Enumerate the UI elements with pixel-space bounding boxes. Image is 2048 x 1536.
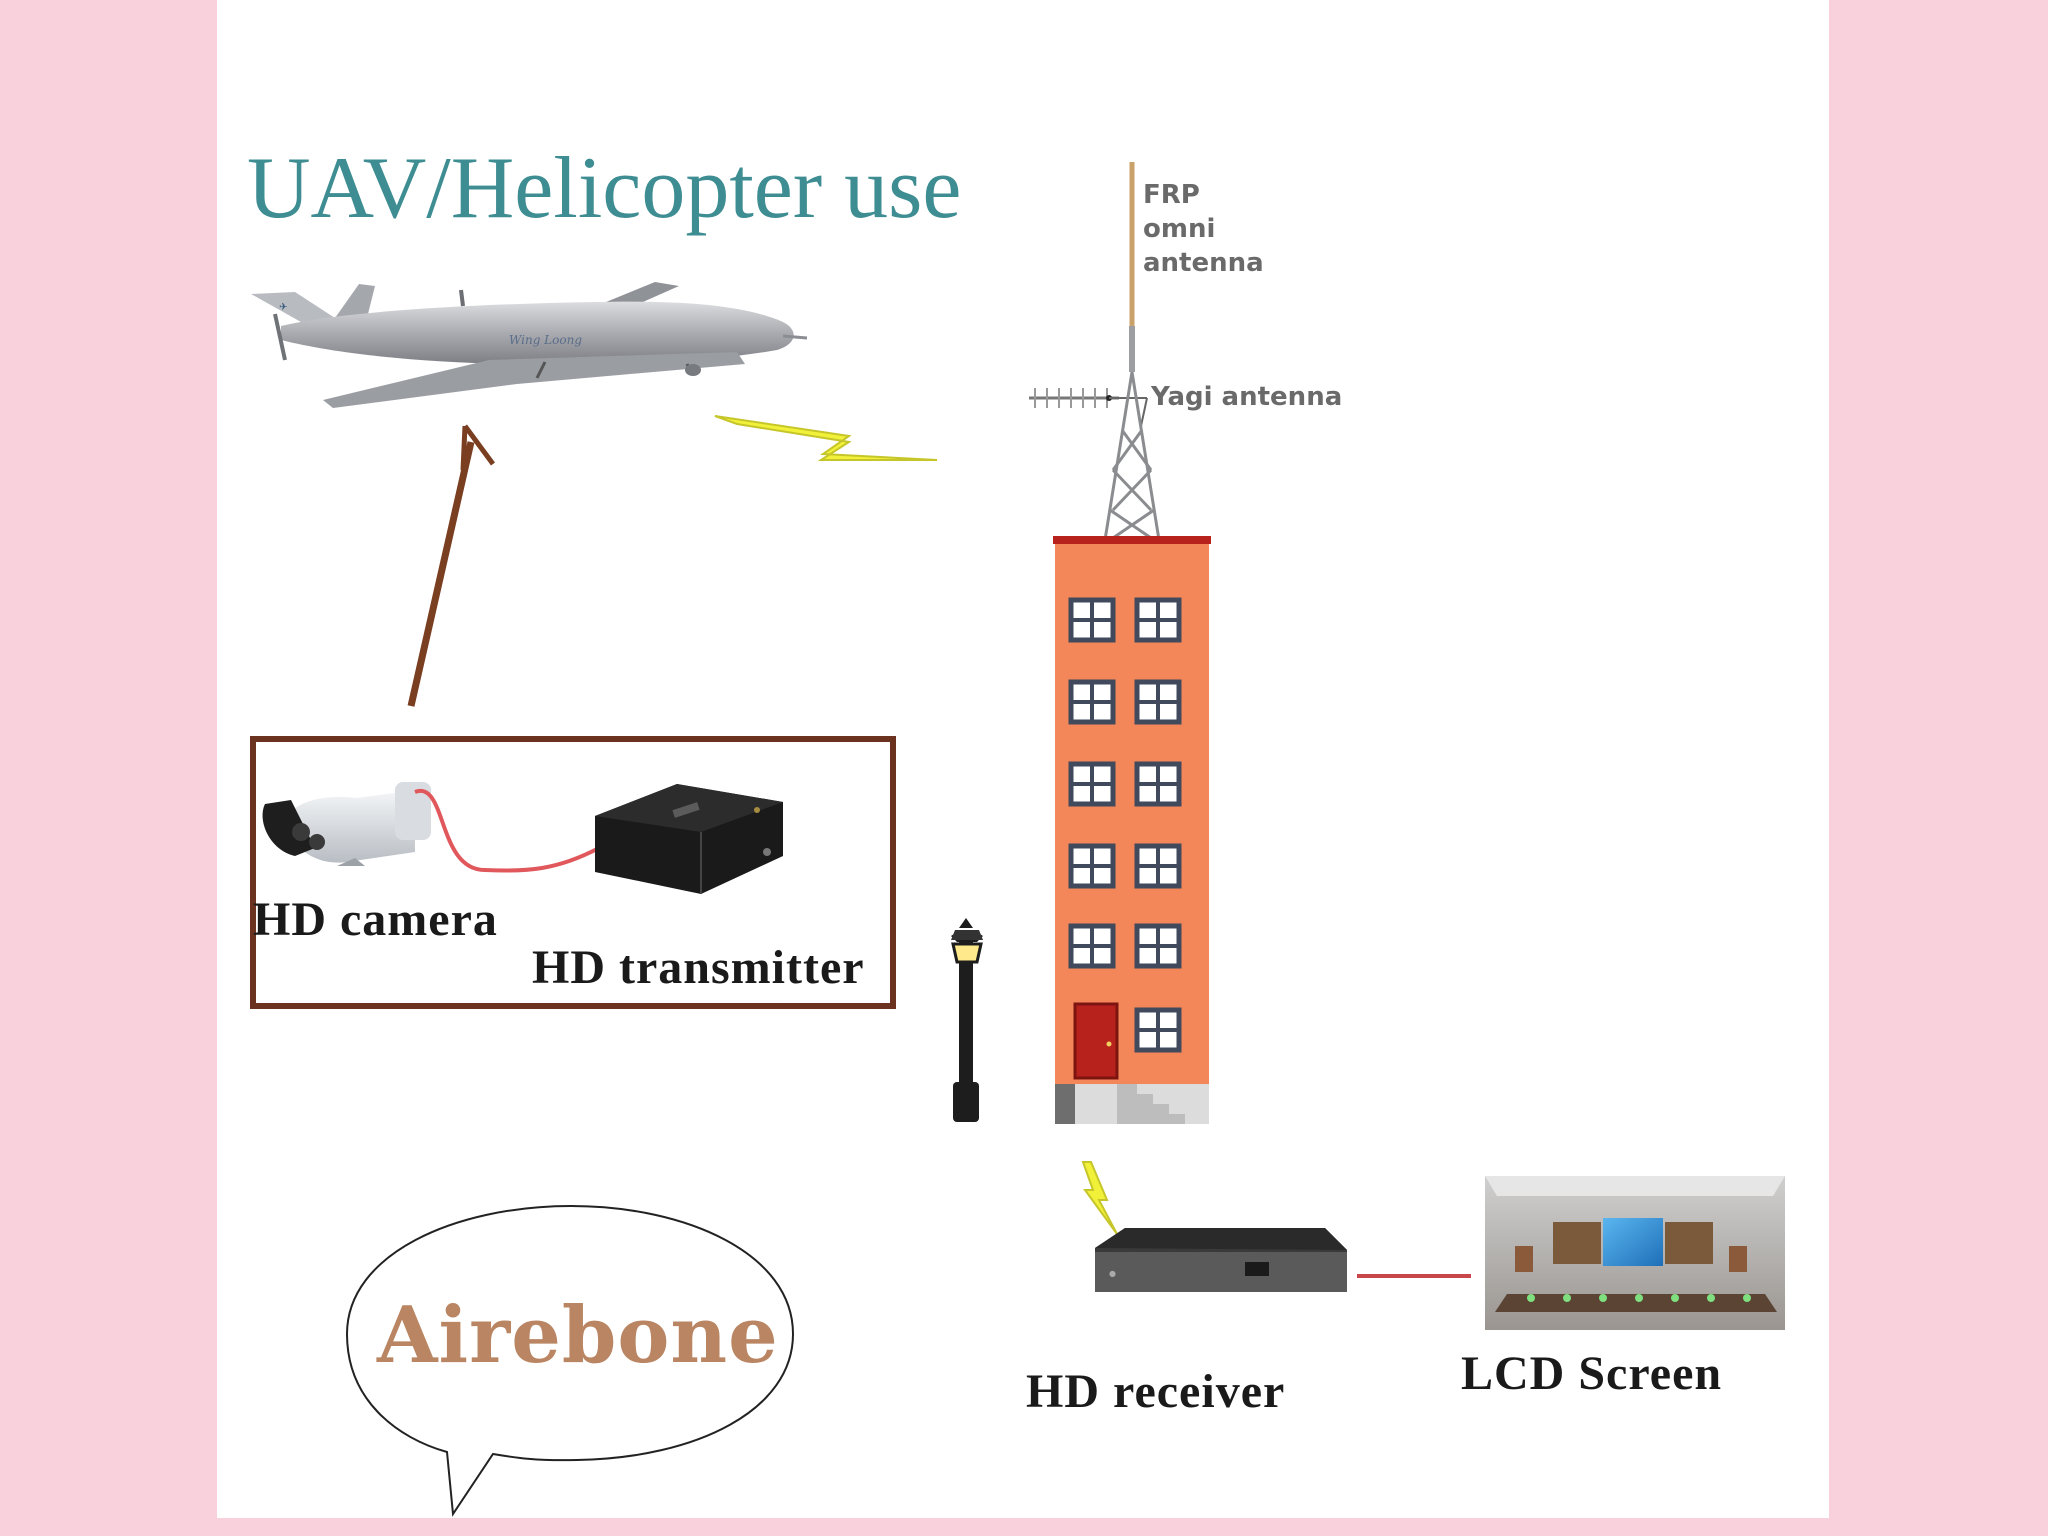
lcd-screen-icon xyxy=(1485,1176,1785,1330)
hd-receiver-icon: ● xyxy=(1095,1228,1347,1292)
hd-transmitter-icon xyxy=(595,784,783,894)
yagi-antenna-label: Yagi antenna xyxy=(1151,382,1343,412)
transmitter-frame xyxy=(250,736,896,1009)
uplink-arrow xyxy=(407,424,496,707)
camera-cable xyxy=(414,788,600,873)
svg-text:✈: ✈ xyxy=(279,302,287,313)
hd-camera-icon xyxy=(262,782,431,866)
hd-transmitter-label: HD transmitter xyxy=(532,941,865,994)
wireless-signal-icon xyxy=(714,415,938,461)
lcd-screen-label: LCD Screen xyxy=(1461,1347,1723,1400)
yagi-antenna-icon xyxy=(1029,388,1119,408)
building-icon xyxy=(1053,536,1211,1124)
svg-text:●: ● xyxy=(1109,1269,1116,1278)
speech-bubble xyxy=(345,1204,795,1517)
svg-text:Wing Loong: Wing Loong xyxy=(509,333,582,347)
uav-drone-icon: ✈ Wing Loong xyxy=(251,282,808,408)
diagram-scene: ✈ Wing Loong xyxy=(250,162,1785,1517)
page-title: UAV/Helicopter use xyxy=(247,140,962,237)
brand-logo-text: Airebone xyxy=(377,1290,779,1381)
frp-antenna-label: FRP omni antenna xyxy=(1143,180,1264,278)
antenna-mast xyxy=(1029,162,1161,542)
downlink-signal-icon xyxy=(1081,1161,1118,1235)
slide: ✈ Wing Loong xyxy=(217,0,1829,1518)
street-lamp-icon xyxy=(951,918,983,1122)
hd-receiver-label: HD receiver xyxy=(1026,1365,1286,1418)
hd-camera-label: HD camera xyxy=(253,893,498,946)
